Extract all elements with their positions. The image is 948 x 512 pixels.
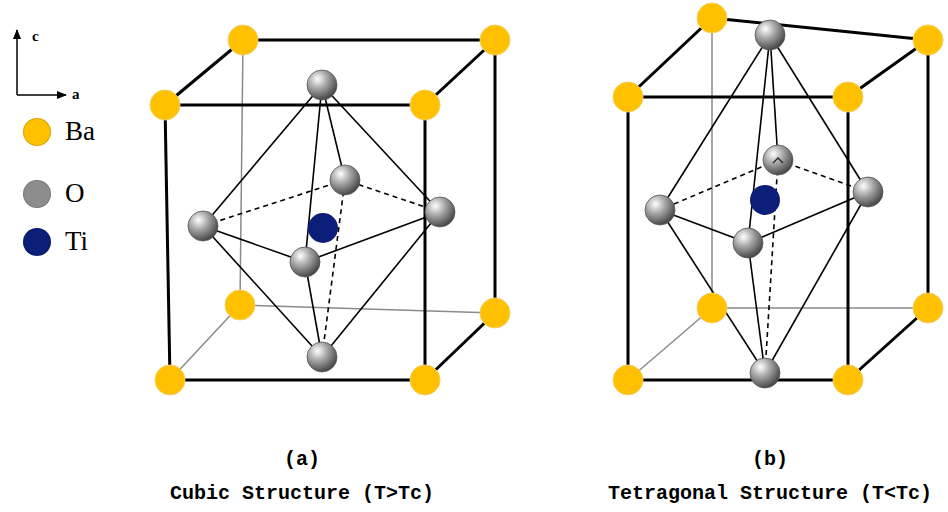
a-axis-arrow [17,94,66,96]
cell-edge [628,96,848,99]
ba-atom [228,25,258,55]
ba-atom [833,365,863,395]
cell-edge [170,379,425,382]
ba-atom [613,365,643,395]
ba-atom [833,82,863,112]
ba-atom [410,90,440,120]
octahedron-edge [305,212,440,262]
legend-label: Ti [65,226,88,257]
panel-caption: Cubic Structure (T>Tc) [170,482,434,505]
ba-atom [697,3,727,33]
octahedron-edge [322,180,345,357]
ba-atom [150,90,180,120]
axis-label: c [32,28,39,45]
legend-label: Ba [65,116,95,147]
o-atom [188,211,218,241]
o-atom [307,342,337,372]
ti-atom [308,213,338,243]
o-atom [425,197,455,227]
ba-atom [155,365,185,395]
unit-cell [150,25,510,395]
octahedron-edge [748,243,765,373]
legend-label: O [65,178,85,209]
cell-edge [712,307,928,309]
o-atom [853,177,883,207]
ba-atom [913,25,943,55]
ba-atom [225,290,255,320]
ba-atom [410,365,440,395]
panel-label: (b) [752,448,788,471]
cell-edge [711,18,713,308]
o-atom [330,165,360,195]
cell-edge [243,39,495,42]
legend-entry: O [23,178,85,209]
cell-edge [848,308,928,380]
octahedron-edge [322,85,440,212]
octahedron-edge [660,210,765,373]
ba-atom [613,82,643,112]
cell-edge [927,40,930,308]
displacement-mark [773,158,783,163]
octahedron-edge [203,226,305,262]
ba-atom [697,293,727,323]
o-atom [755,20,785,50]
legend-swatch [23,228,51,256]
o-atom [290,247,320,277]
ba-atom [480,298,510,328]
ba-atom [480,25,510,55]
unit-cell [613,3,943,395]
o-atom [733,228,763,258]
cell-edge [847,97,850,380]
ba-atom [913,293,943,323]
cell-edge [165,105,170,380]
cell-edge [165,104,425,107]
cell-edge [628,308,712,380]
cell-edge [424,105,427,380]
cell-edge [628,18,712,97]
octahedron-edge [765,192,868,373]
panel-caption: Tetragonal Structure (T<Tc) [608,482,932,505]
o-atom [750,358,780,388]
octahedron-edge [770,35,778,160]
panel-label: (a) [284,448,320,471]
cell-edge [712,18,928,40]
legend-swatch [23,180,51,208]
o-atom [307,70,337,100]
ti-atom [750,185,780,215]
o-atom [645,195,675,225]
cell-edge [494,40,497,313]
legend-swatch [23,118,51,146]
octahedron-edge [203,85,322,226]
cell-edge [627,97,630,380]
octahedron-edge [203,226,322,357]
cell-edge [240,40,243,305]
c-axis-arrow [16,30,18,95]
o-atom [763,145,793,175]
axis-label: a [72,86,80,103]
legend-entry: Ba [23,116,95,147]
cell-edge [628,379,848,382]
legend-entry: Ti [23,226,88,257]
